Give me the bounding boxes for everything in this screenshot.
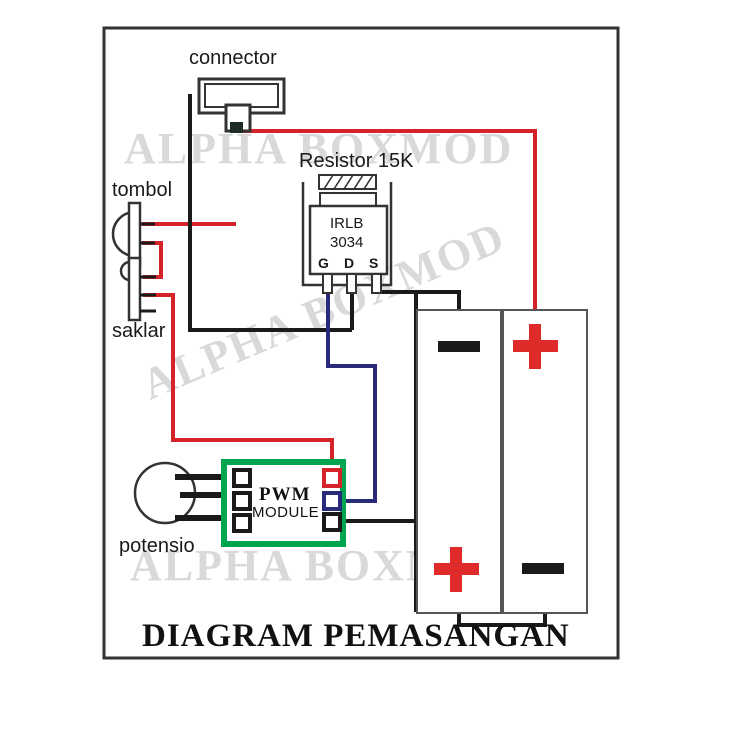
connector-tab-pad: [230, 122, 243, 133]
mosfet-pin-source: [371, 273, 382, 294]
mosfet-pin-gate-label: G: [318, 255, 329, 271]
battery-right-minus: [522, 563, 564, 574]
battery-left-minus: [438, 341, 480, 352]
pwm-terminal-blue[interactable]: [322, 491, 342, 511]
mosfet-pin-drain: [346, 273, 357, 294]
potensio-label: potensio: [119, 535, 195, 557]
mosfet-assembly[interactable]: IRLB 3034 G D S: [301, 174, 393, 294]
pwm-module-subtitle: MODULE: [252, 504, 319, 521]
resistor-label: Resistor 15K: [299, 150, 414, 172]
red-wire-saklar-to-pwm: [143, 293, 334, 470]
pwm-module[interactable]: PWM MODULE: [221, 459, 346, 547]
battery-right[interactable]: [502, 309, 588, 614]
diagram-frame: [102, 26, 620, 660]
saklar-flange: [127, 256, 142, 322]
pwm-terminal-left-2[interactable]: [232, 491, 252, 511]
pwm-terminal-black[interactable]: [322, 512, 342, 532]
mosfet-part-line2: 3034: [330, 234, 363, 251]
pwm-terminal-red[interactable]: [322, 468, 342, 488]
battery-right-body: [502, 309, 588, 614]
black-wire-connector-bus: [188, 94, 352, 332]
red-wire-connector-to-battery: [236, 129, 537, 312]
mosfet-pin-source-label: S: [369, 255, 378, 271]
black-wire-battery-series-link: [457, 612, 547, 627]
saklar-label: saklar: [112, 320, 166, 342]
mosfet-part-line1: IRLB: [330, 215, 363, 232]
resistor-body: [318, 174, 377, 190]
black-wire-battery-neg-hook: [416, 290, 461, 312]
pwm-terminal-left-1[interactable]: [232, 468, 252, 488]
page-title: DIAGRAM PEMASANGAN: [142, 618, 570, 654]
pwm-module-title: PWM: [259, 484, 311, 505]
battery-left-plus: [434, 547, 479, 592]
tombol[interactable]: [111, 201, 155, 267]
connector-label: connector: [189, 47, 277, 69]
saklar[interactable]: [119, 256, 156, 322]
blue-wire-gate-to-pwm: [326, 292, 377, 503]
potensio[interactable]: [133, 461, 234, 525]
connector[interactable]: [197, 77, 286, 133]
tombol-label: tombol: [112, 179, 172, 201]
pwm-terminal-left-3[interactable]: [232, 513, 252, 533]
mosfet-pin-drain-label: D: [344, 255, 354, 271]
resistor: [318, 174, 377, 190]
blue-wire-group: [326, 292, 377, 503]
battery-left[interactable]: [416, 309, 502, 614]
battery-right-plus: [513, 324, 558, 369]
tombol-flange: [127, 201, 142, 267]
mosfet-pin-gate: [322, 273, 333, 294]
